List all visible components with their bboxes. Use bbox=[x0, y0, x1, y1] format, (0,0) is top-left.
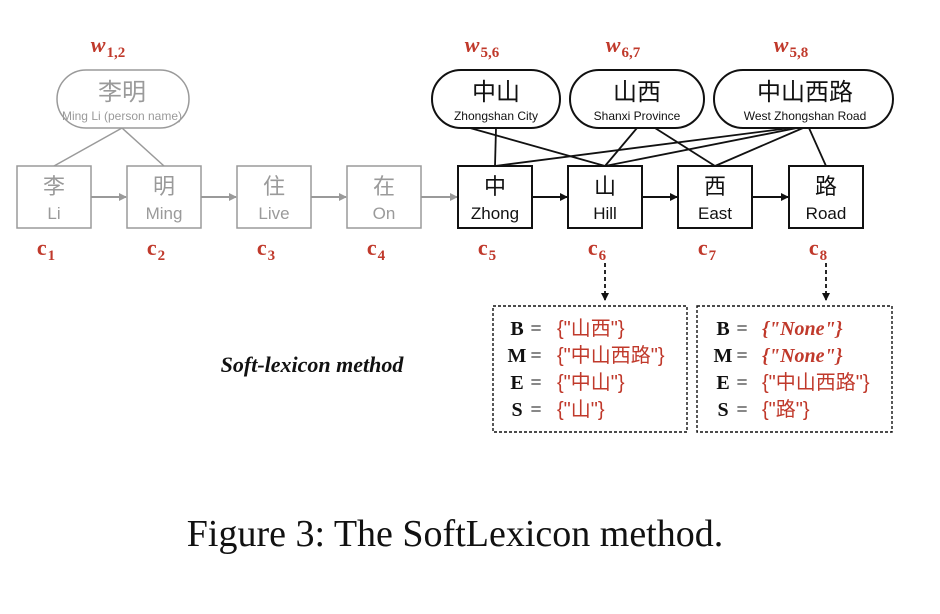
char-nodes: 李 Li c1 明 Ming c2 住 Live c3 在 On c4 中 Zhong c5 山 Hill c6 西… bbox=[16, 165, 864, 264]
word-char-link bbox=[714, 127, 804, 167]
char-hanzi: 山 bbox=[594, 174, 616, 199]
method-label: Soft-lexicon method bbox=[221, 352, 405, 377]
set-equals: = bbox=[736, 399, 747, 421]
char-hanzi: 在 bbox=[373, 174, 395, 199]
char-index-label: c3 bbox=[257, 235, 275, 264]
word-gloss: West Zhongshan Road bbox=[744, 109, 867, 123]
char-box bbox=[126, 165, 202, 229]
word-char-link bbox=[808, 127, 827, 167]
lexicon-set-box bbox=[492, 305, 688, 433]
char-hanzi: 明 bbox=[153, 174, 175, 199]
char-index-label: c8 bbox=[809, 235, 827, 264]
set-value: {"路"} bbox=[762, 398, 810, 421]
set-value: {"山西"} bbox=[557, 317, 625, 340]
char-index-label: c7 bbox=[698, 235, 717, 264]
set-value: {"中山"} bbox=[557, 371, 625, 394]
word-index-label: w1,2 bbox=[91, 32, 125, 61]
char-hanzi: 住 bbox=[263, 174, 285, 199]
word-hanzi: 中山西路 bbox=[757, 79, 853, 106]
char-index-label: c4 bbox=[367, 235, 386, 264]
char-hanzi: 西 bbox=[704, 174, 726, 199]
set-equals: = bbox=[736, 345, 747, 367]
set-key: B bbox=[510, 318, 523, 340]
set-key: M bbox=[508, 345, 527, 367]
set-key: M bbox=[714, 345, 733, 367]
char-gloss: Hill bbox=[593, 204, 617, 223]
lexicon-set-box bbox=[696, 305, 893, 433]
char-box bbox=[16, 165, 92, 229]
set-equals: = bbox=[530, 399, 541, 421]
word-index-label: w5,8 bbox=[774, 32, 808, 61]
set-value: {"None"} bbox=[762, 345, 843, 367]
word-char-link bbox=[469, 127, 606, 167]
char-box bbox=[346, 165, 422, 229]
char-box bbox=[788, 165, 864, 229]
char-gloss: Live bbox=[258, 204, 289, 223]
lexicon-sets: B={"山西"}M={"中山西路"}E={"中山"}S={"山"}B={"Non… bbox=[492, 263, 893, 433]
set-value: {"山"} bbox=[557, 398, 605, 421]
word-char-link bbox=[604, 127, 798, 167]
word-node bbox=[431, 69, 561, 129]
char-index-label: c2 bbox=[147, 235, 165, 264]
char-gloss: East bbox=[698, 204, 732, 223]
char-hanzi: 李 bbox=[43, 174, 65, 199]
set-key: E bbox=[716, 372, 729, 394]
word-hanzi: 中山 bbox=[472, 79, 520, 106]
char-index-label: c5 bbox=[478, 235, 496, 264]
char-index-label: c6 bbox=[588, 235, 607, 264]
char-hanzi: 中 bbox=[484, 174, 506, 199]
word-node bbox=[56, 69, 190, 129]
word-char-link bbox=[53, 127, 123, 167]
set-equals: = bbox=[736, 372, 747, 394]
set-value: {"中山西路"} bbox=[557, 344, 665, 367]
word-node bbox=[713, 69, 894, 129]
word-hanzi: 山西 bbox=[613, 79, 661, 106]
char-gloss: On bbox=[373, 204, 396, 223]
word-index-label: w6,7 bbox=[606, 32, 641, 61]
word-char-link bbox=[121, 127, 165, 167]
char-gloss: Li bbox=[47, 204, 60, 223]
set-equals: = bbox=[736, 318, 747, 340]
word-hanzi: 李明 bbox=[98, 79, 146, 106]
set-key: S bbox=[511, 399, 522, 421]
set-equals: = bbox=[530, 318, 541, 340]
figure-caption: Figure 3: The SoftLexicon method. bbox=[187, 513, 724, 555]
set-value: {"中山西路"} bbox=[762, 371, 870, 394]
char-hanzi: 路 bbox=[815, 174, 837, 199]
word-char-link bbox=[494, 127, 791, 167]
char-gloss: Ming bbox=[146, 204, 183, 223]
set-key: E bbox=[510, 372, 523, 394]
word-index-label: w5,6 bbox=[465, 32, 500, 61]
word-char-link bbox=[654, 127, 716, 167]
char-box bbox=[236, 165, 312, 229]
word-char-link bbox=[604, 127, 638, 167]
word-nodes: 李明 Ming Li (person name) w1,2 中山 Zhongshan C… bbox=[56, 32, 894, 129]
set-equals: = bbox=[530, 372, 541, 394]
word-gloss: Shanxi Province bbox=[594, 109, 681, 123]
char-gloss: Zhong bbox=[471, 204, 519, 223]
char-gloss: Road bbox=[806, 204, 847, 223]
char-box bbox=[567, 165, 643, 229]
set-value: {"None"} bbox=[762, 318, 843, 340]
word-char-links bbox=[53, 127, 827, 167]
set-equals: = bbox=[530, 345, 541, 367]
word-gloss: Zhongshan City bbox=[454, 109, 538, 123]
set-key: B bbox=[716, 318, 729, 340]
set-key: S bbox=[717, 399, 728, 421]
word-gloss: Ming Li (person name) bbox=[62, 109, 182, 123]
char-index-label: c1 bbox=[37, 235, 55, 264]
word-char-link bbox=[494, 127, 497, 167]
char-box bbox=[457, 165, 533, 229]
word-node bbox=[569, 69, 705, 129]
